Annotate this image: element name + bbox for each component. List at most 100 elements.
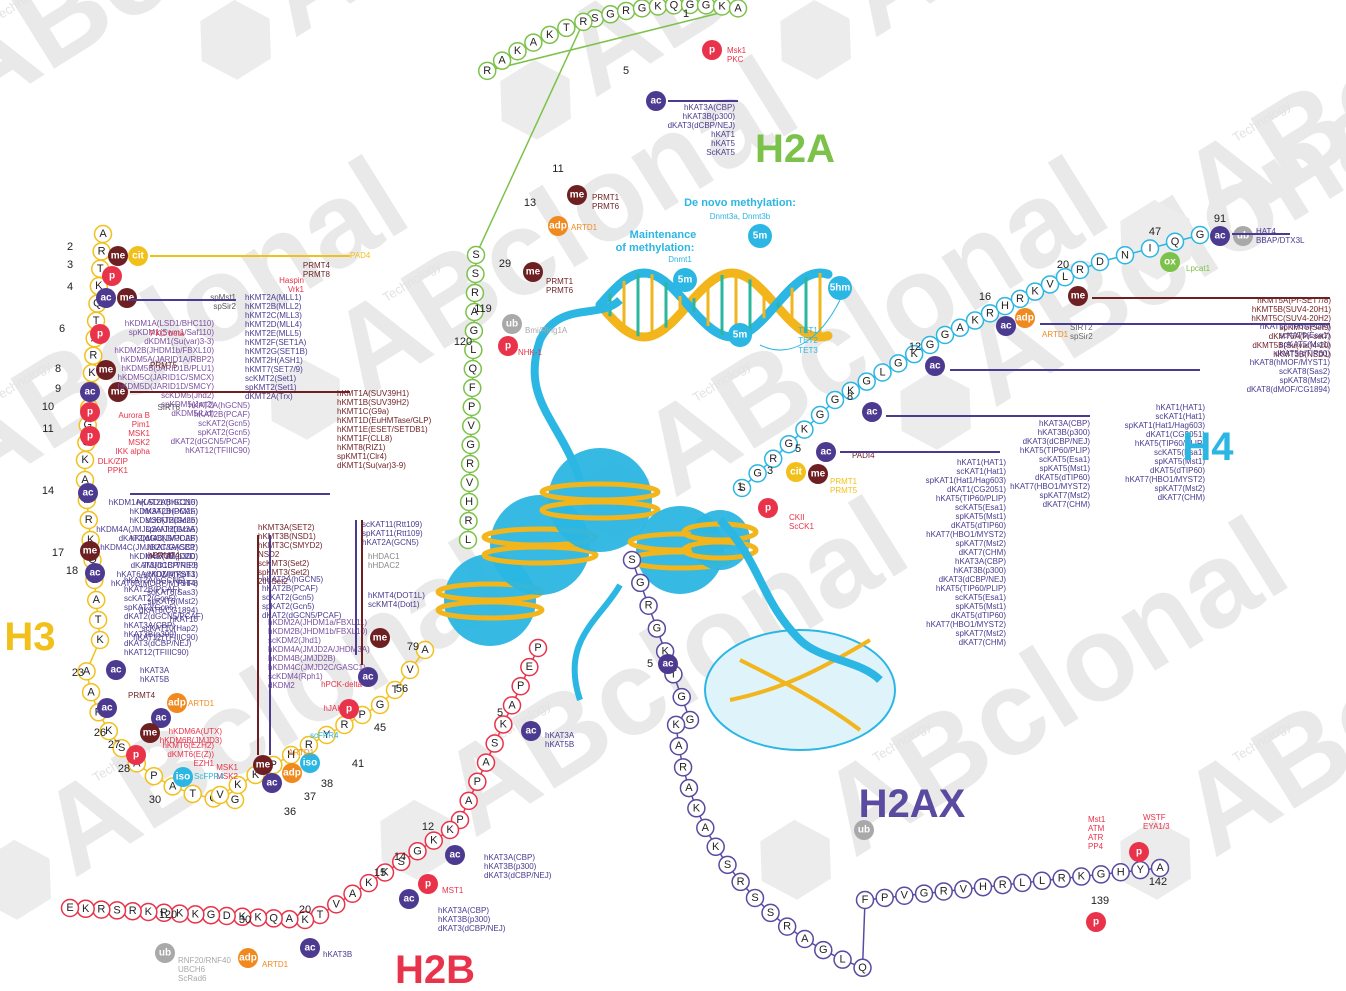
residue-letter: G — [785, 438, 794, 450]
residue-letter: G — [231, 794, 240, 806]
residue-number: 27 — [108, 739, 120, 751]
residue — [210, 785, 230, 805]
ac-mark-label: ac — [662, 659, 674, 670]
residue — [415, 640, 435, 660]
enzyme-name: SIRT2 — [1070, 323, 1093, 332]
residue-number: 11 — [552, 163, 563, 175]
residue — [574, 12, 593, 32]
enzyme-name: spKAT2(Gcn5) — [124, 603, 177, 612]
enzyme-name: hKAT2A(hGCN5) — [124, 576, 186, 585]
enzyme-name: dKAT8(dMOF/CG1894) — [1247, 385, 1331, 394]
enzyme-name: Bmi/Ring1A — [525, 326, 568, 335]
residue-letter: V — [406, 664, 414, 676]
enzyme-name: dKMT5A(Pr-set7) — [1269, 332, 1332, 341]
ac-mark-icon — [106, 660, 126, 680]
enzyme-name: hKAT5(TIP60/PLIP) — [1260, 322, 1330, 331]
enzyme-name: hKAT5B — [140, 675, 169, 684]
enzyme-name: spKAT1(Hat1/Hag603) — [1125, 421, 1206, 430]
residue-number: 14 — [42, 485, 54, 497]
enzyme-name: Mst1 — [1088, 815, 1106, 824]
enzyme-name: dKAT7(CHM) — [959, 638, 1007, 647]
ac-mark-label: ac — [820, 447, 832, 458]
me-mark-icon — [108, 246, 128, 266]
enzyme-name: dKAT1(CG2051) — [947, 485, 1006, 494]
adp-mark-icon — [548, 216, 568, 236]
residue-number: 8 — [55, 363, 61, 375]
residue — [1111, 863, 1130, 882]
enzyme-name: dKAT6(CG1894) — [139, 606, 198, 615]
residue-letter: K — [971, 315, 979, 327]
enzyme-name: hKAT5 — [711, 139, 735, 148]
residue-letter: K — [381, 867, 389, 879]
residue-letter: G — [677, 691, 686, 703]
ac-mark-icon — [78, 483, 98, 503]
residue-number: 12 — [909, 341, 921, 353]
residue-letter: K — [96, 634, 104, 646]
enzyme-name: hKAT12(TFIIIC90) — [133, 633, 198, 642]
residue — [825, 390, 845, 410]
residue-letter: R — [769, 453, 777, 465]
enzyme-name: scKAT8(Sas2) — [1279, 367, 1330, 376]
residue — [857, 372, 876, 391]
enzyme-name: DLK/ZIP — [98, 457, 128, 466]
enzyme-name: EZH1 — [194, 759, 215, 768]
residue-letter: Q — [1171, 236, 1180, 248]
enzyme-name: dKAT5(dTIP60) — [951, 611, 1006, 620]
residue-letter: G — [1196, 229, 1205, 241]
denovo-title: De novo methylation: — [684, 197, 796, 209]
enzyme-name: hKAT7(HBO1/MYST2) — [1125, 475, 1205, 484]
enzyme-name: SIRT6 — [157, 403, 180, 412]
residue — [520, 657, 539, 677]
residue — [841, 381, 861, 401]
enzyme-name: hKDM4C(JMJD2C/GASC1) — [100, 543, 198, 552]
enzyme-name: spKAT5(Mst1) — [1154, 457, 1205, 466]
enzyme-name: hKMT3B(NSD1) — [1273, 350, 1331, 359]
enzyme-name: dKMT6(E(Z)) — [167, 750, 214, 759]
residue-letter: A — [87, 686, 95, 698]
enzyme-name: scKAT10(Hap2) — [142, 624, 199, 633]
linker-dna — [571, 583, 623, 701]
residue — [462, 397, 481, 417]
enzyme-name: hKDM2A(JHDM1a/FBXL11) — [268, 618, 367, 627]
residue-letter: T — [189, 788, 196, 800]
residue-letter: S — [118, 742, 125, 754]
residue — [459, 511, 478, 531]
residue-letter: H — [287, 749, 295, 761]
ac-mark-icon — [925, 356, 945, 376]
residue — [81, 683, 101, 702]
enzyme-name: PRMT6 — [546, 286, 574, 295]
residue — [465, 302, 484, 322]
enzyme-name: hKDM5C(JARID1C/SMCX) — [118, 373, 215, 382]
enzyme-name: hKAT5(TIP60/PLIP) — [1135, 439, 1205, 448]
residue-letter: K — [176, 908, 184, 920]
residue — [1165, 232, 1185, 251]
residue-letter: R — [622, 5, 630, 17]
residue-letter: T — [563, 22, 570, 34]
cit-mark-icon — [128, 246, 148, 266]
enzyme-name: MSK1 — [128, 429, 150, 438]
residue — [511, 676, 530, 696]
enzyme-name: hKMT2D(MLL4) — [245, 320, 302, 329]
ac-mark-icon — [97, 698, 117, 718]
enzyme-name: scFPR4 — [310, 731, 339, 740]
residue — [408, 842, 427, 861]
enzyme-name: hKMT2A(MLL1) — [245, 293, 302, 302]
enzyme-name: BBAP/DTX3L — [1256, 236, 1305, 245]
residue-letter: L — [879, 367, 885, 379]
watermark-logo-icon — [780, 0, 851, 80]
dna-wrap — [435, 599, 545, 621]
enzyme-name: hKDM1A(LSD1/BHC110) — [125, 319, 215, 328]
residue-letter: A — [99, 228, 107, 240]
enzyme-name: hKDM4C(JMJD2C/GASC1) — [268, 663, 366, 672]
enzyme-name: ARTD1 — [1042, 330, 1069, 339]
residue — [995, 296, 1015, 316]
residue — [855, 890, 875, 910]
residue — [392, 852, 411, 872]
enzyme-name: dKMT2A(Trx) — [245, 392, 293, 401]
adp-mark-label: adp — [549, 221, 567, 232]
residue-number: 29 — [499, 258, 511, 270]
residue-letter: K — [693, 802, 701, 814]
residue-letter: A — [482, 757, 490, 769]
enzyme-name: Msk1 — [727, 46, 747, 55]
enzyme-name: hKMT3B(NSD1) — [258, 532, 316, 541]
